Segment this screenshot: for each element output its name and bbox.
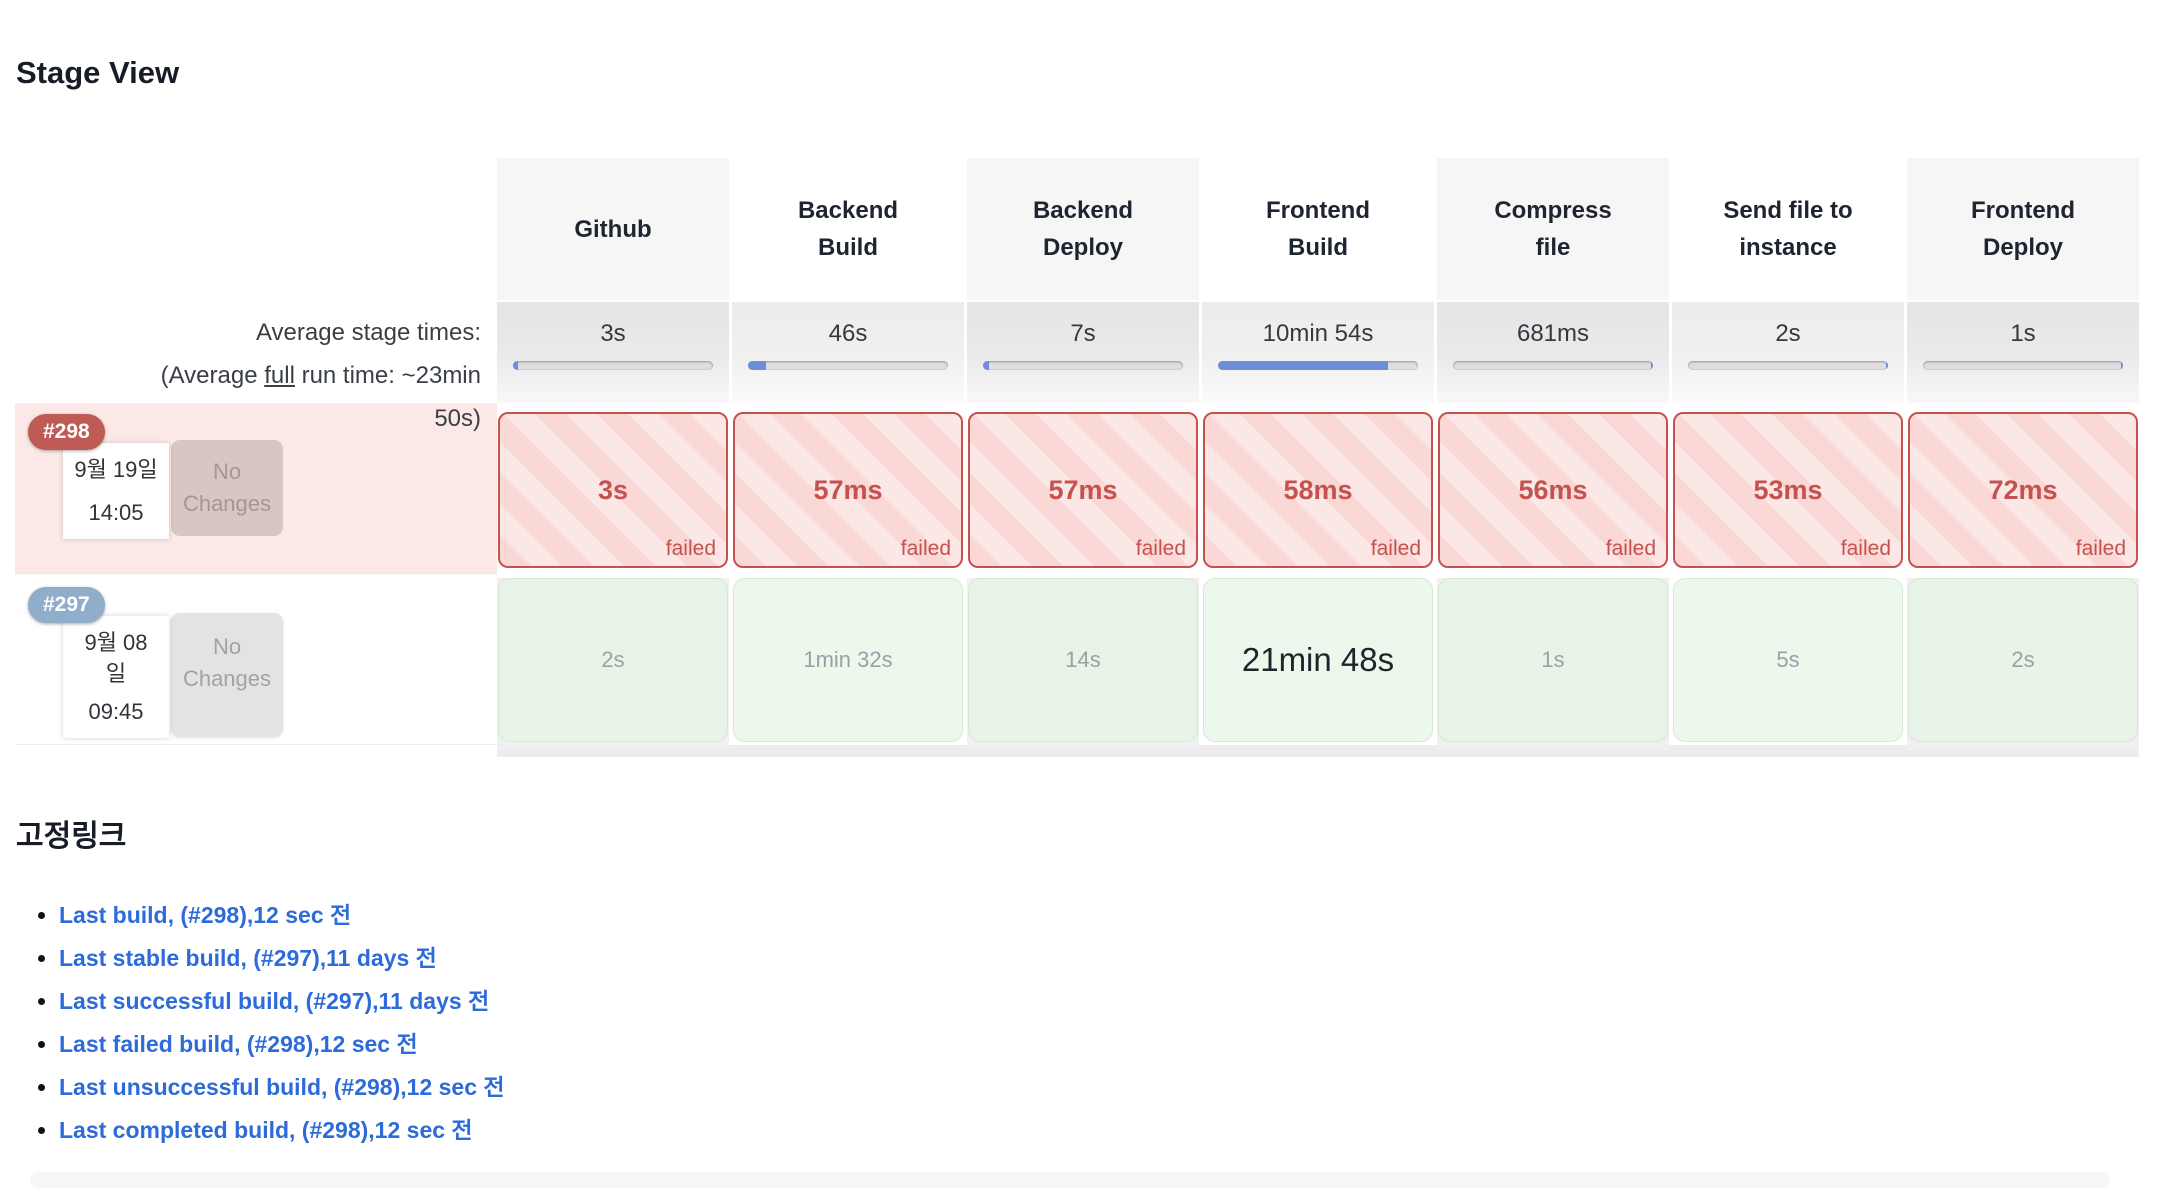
stage-cell-success[interactable]: 1min 32s <box>733 578 963 742</box>
stage-progressbar <box>1688 361 1888 370</box>
average-full-run-time-label-wrap: 50s) <box>434 405 481 432</box>
failed-label: failed <box>1370 537 1421 560</box>
stage-cell-success[interactable]: 2s <box>498 578 728 742</box>
page-title: Stage View <box>16 54 180 90</box>
average-cell-github: 3s <box>497 302 732 403</box>
stage-progressbar <box>748 361 948 370</box>
failed-label: failed <box>1135 537 1186 560</box>
failed-label: failed <box>900 537 951 560</box>
average-run-time-caption: Average stage times: (Average full run t… <box>15 311 481 440</box>
table-bottom-strip <box>497 745 2139 757</box>
permalink-item: Last failed build, (#298),12 sec 전 <box>59 1032 505 1056</box>
average-times-row: 3s 46s 7s 10min 54s 681ms 2s 1s <box>497 302 2142 403</box>
permalink-last-successful-build[interactable]: Last successful build, (#297),11 days 전 <box>59 988 490 1014</box>
average-cell-compress-file: 681ms <box>1437 302 1672 403</box>
average-cell-backend-build: 46s <box>732 302 967 403</box>
permalink-last-unsuccessful-build[interactable]: Last unsuccessful build, (#298),12 sec 전 <box>59 1074 505 1100</box>
build-date-lines: 9월 08 일 <box>84 630 148 686</box>
no-changes-button-297: No Changes <box>171 613 283 737</box>
no-changes-button-298: No Changes <box>171 440 283 536</box>
permalinks-list: Last build, (#298),12 sec 전 Last stable … <box>15 903 505 1161</box>
permalink-last-stable-build[interactable]: Last stable build, (#297),11 days 전 <box>59 945 437 971</box>
average-full-run-time-label: (Average full run time: ~23min <box>160 362 481 389</box>
permalink-item: Last successful build, (#297),11 days 전 <box>59 989 505 1013</box>
build-time-297: 09:45 <box>88 699 144 724</box>
average-stage-times-label: Average stage times: <box>255 319 481 346</box>
average-cell-frontend-deploy: 1s <box>1907 302 2142 403</box>
failed-label: failed <box>1840 537 1891 560</box>
build-row-297: 2s 1min 32s 14s 21min 48s 1s 5s 2s <box>497 573 2142 750</box>
permalink-last-completed-build[interactable]: Last completed build, (#298),12 sec 전 <box>59 1117 473 1143</box>
stage-progressbar <box>1453 361 1653 370</box>
failed-label: failed <box>1605 537 1656 560</box>
build-time-298: 14:05 <box>88 500 144 525</box>
stage-progressbar <box>1218 361 1418 370</box>
average-cell-send-file-to-instance: 2s <box>1672 302 1907 403</box>
failed-label: failed <box>665 537 716 560</box>
permalink-last-failed-build[interactable]: Last failed build, (#298),12 sec 전 <box>59 1031 418 1057</box>
permalink-item: Last completed build, (#298),12 sec 전 <box>59 1118 505 1142</box>
stage-progressbar <box>513 361 713 370</box>
stage-progressbar <box>1923 361 2123 370</box>
build-number-badge-298[interactable]: #298 <box>28 414 105 450</box>
stage-cell-success[interactable]: 2s <box>1908 578 2138 742</box>
permalink-last-build[interactable]: Last build, (#298),12 sec 전 <box>59 902 352 928</box>
permalink-item: Last build, (#298),12 sec 전 <box>59 903 505 927</box>
average-cell-frontend-build: 10min 54s <box>1202 302 1437 403</box>
permalink-item: Last stable build, (#297),11 days 전 <box>59 946 505 970</box>
build-date-lines: 9월 19일 <box>74 457 158 482</box>
failed-label: failed <box>2075 537 2126 560</box>
stage-cell-success-emphasis[interactable]: 21min 48s <box>1203 578 1433 742</box>
stage-cell-success[interactable]: 14s <box>968 578 1198 742</box>
stage-progressbar <box>983 361 1183 370</box>
build-date-298[interactable]: 9월 19일 14:05 <box>63 443 169 539</box>
stage-cell-success[interactable]: 5s <box>1673 578 1903 742</box>
build-date-297[interactable]: 9월 08 일 09:45 <box>63 616 169 738</box>
permalink-item: Last unsuccessful build, (#298),12 sec 전 <box>59 1075 505 1099</box>
permalinks-title: 고정링크 <box>16 819 127 853</box>
horizontal-scrollbar[interactable] <box>30 1172 2110 1188</box>
average-cell-backend-deploy: 7s <box>967 302 1202 403</box>
full-word-underlined: full <box>264 362 295 389</box>
column-header-github: Github <box>497 158 732 300</box>
stage-cell-success[interactable]: 1s <box>1438 578 1668 742</box>
build-number-badge-297[interactable]: #297 <box>28 587 105 623</box>
